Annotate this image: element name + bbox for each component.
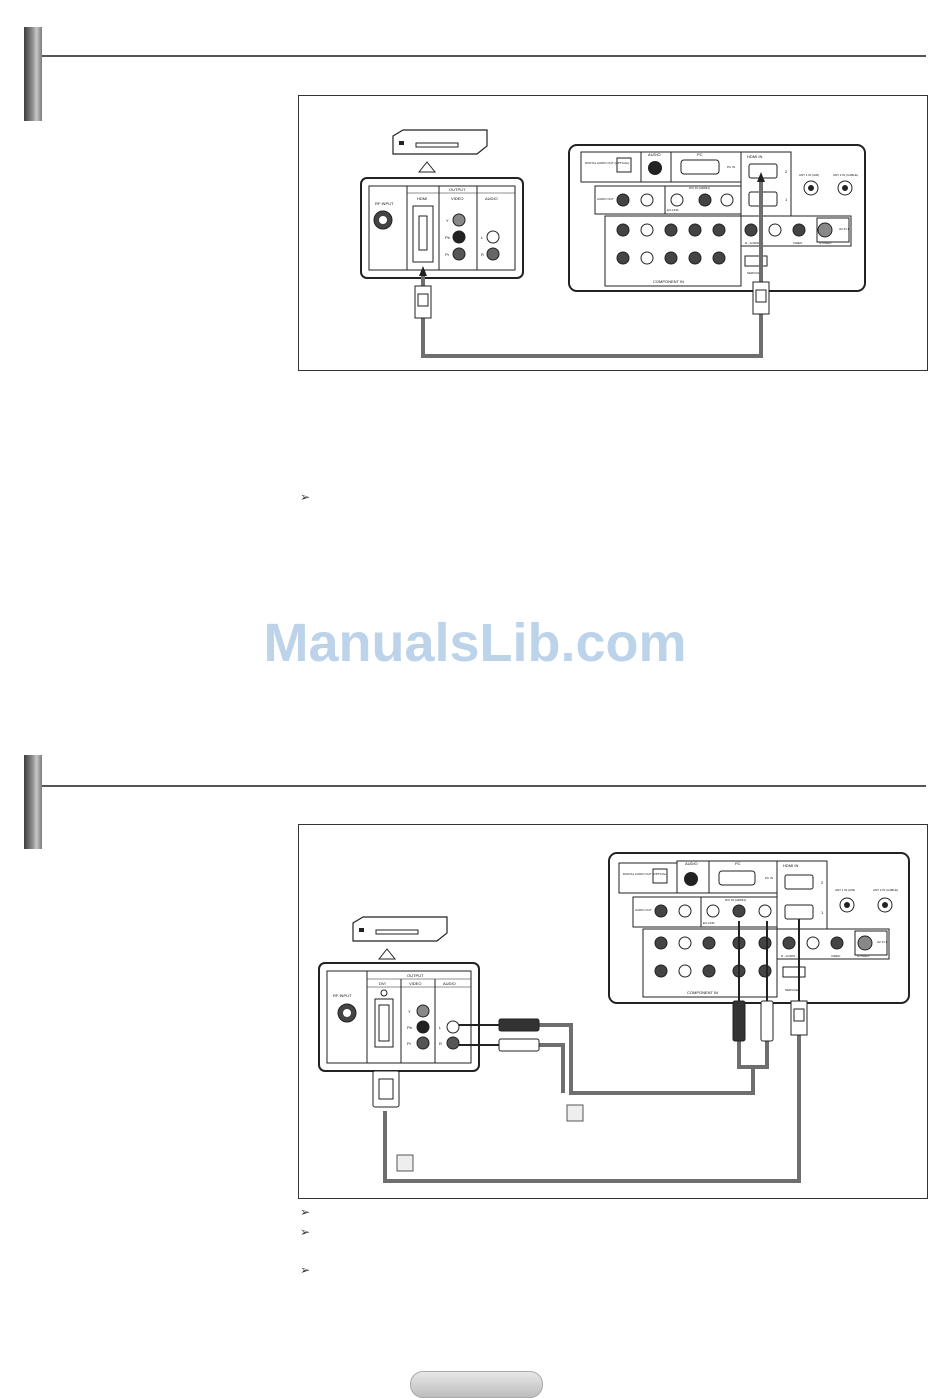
dvi-hdmi-cable (372, 919, 808, 1183)
note-1-arrow: ➢ (300, 490, 311, 504)
device-video-label: VIDEO (451, 196, 463, 201)
device-pr-label: Pr (445, 252, 450, 257)
tv-ex-link-label: EX-LINK (703, 921, 715, 925)
tv-service-label: SERVICE (747, 271, 760, 275)
device-r-label: R (439, 1041, 442, 1046)
device-rear-panel: RF INPUT OUTPUT HDMI VIDEO AUDIO Y Pb Pr… (360, 177, 524, 279)
device-output-label: OUTPUT (449, 187, 466, 192)
device-pr-label: Pr (407, 1041, 412, 1046)
step-marker-box-dvi (396, 1154, 414, 1172)
step-marker-box-audio (566, 1104, 584, 1122)
device-l-label: L (439, 1025, 442, 1030)
tv-component-in-label: COMPONENT IN (687, 990, 718, 995)
tv-pc-label: PC (697, 152, 703, 157)
tv-digital-audio-out-label: DIGITAL AUDIO OUT (OPTICAL) (585, 161, 629, 165)
watermark: ManualsLib.com (263, 613, 687, 673)
tv-service-label: SERVICE (785, 988, 798, 992)
tv-svideo-label: S-VIDEO (857, 954, 870, 958)
tv-video-label: VIDEO (831, 954, 841, 958)
figure-hdmi-connection: RF INPUT OUTPUT HDMI VIDEO AUDIO Y Pb Pr… (298, 95, 928, 371)
tv-ex-link-label: EX-LINK (667, 208, 679, 212)
device-pb-label: Pb (445, 235, 451, 240)
page-number-pill (410, 1371, 543, 1398)
tv-hdmi-port-1-label: 1 (785, 197, 788, 202)
tv-component-in-label: COMPONENT IN (653, 279, 684, 284)
tv-ant2-label: ANT 2 IN (CABLE) (873, 888, 898, 892)
tv-digital-audio-out-label: DIGITAL AUDIO OUT (OPTICAL) (623, 872, 667, 876)
device-video-label: VIDEO (409, 981, 421, 986)
tv-pc-in-label: PC IN (765, 876, 773, 880)
note-3-arrow: ➢ (300, 1225, 311, 1239)
section-1-rule (42, 55, 926, 57)
device-audio-label: AUDIO (443, 981, 456, 986)
section-2-sidebar-bar (24, 755, 42, 849)
tv-pc-label: PC (735, 861, 741, 866)
tv-video-label: VIDEO (793, 241, 803, 245)
section-1-sidebar-bar (24, 27, 42, 121)
tv-audio-out-label: AUDIO OUT (635, 908, 652, 912)
tv-rear-panel: DIGITAL AUDIO OUT (OPTICAL) AUDIO PC PC … (608, 852, 910, 1004)
tv-audio-rl-label: R - AUDIO - L (745, 241, 764, 245)
device-r-label: R (481, 252, 484, 257)
device-dvi-label: DVI (379, 981, 386, 986)
tv-ant1-label: ANT 1 IN (AIR) (799, 173, 819, 177)
device-rear-panel: RF INPUT OUTPUT DVI VIDEO AUDIO Y Pb Pr … (318, 962, 480, 1072)
tv-ant2-label: ANT 2 IN (CABLE) (833, 173, 858, 177)
tv-audio-rl-label: R - AUDIO - L (781, 954, 800, 958)
device-rf-input-label: RF INPUT (375, 201, 394, 206)
tv-svideo-label: S-VIDEO (819, 241, 832, 245)
tv-audio-label: AUDIO (648, 152, 661, 157)
device-y-label: Y (408, 1009, 411, 1014)
device-audio-label: AUDIO (485, 196, 498, 201)
tv-dvi-in-label: DVI IN (HDMI1) (725, 898, 746, 902)
tv-hdmi-port-2-label: 2 (821, 880, 824, 885)
figure-hdmi-diagram: RF INPUT OUTPUT HDMI VIDEO AUDIO Y Pb Pr… (360, 129, 866, 358)
tv-hdmi-port-2-label: 2 (785, 169, 788, 174)
device-output-label: OUTPUT (407, 973, 424, 978)
tv-hdmi-in-label: HDMI IN (783, 863, 798, 868)
tv-ant1-label: ANT 1 IN (AIR) (835, 888, 855, 892)
source-device (352, 916, 448, 960)
device-rf-input-label: RF INPUT (333, 993, 352, 998)
hdmi-cable (414, 172, 770, 358)
figure-dvi-connection: RF INPUT OUTPUT DVI VIDEO AUDIO Y Pb Pr … (298, 824, 928, 1199)
tv-pc-in-label: PC IN (727, 165, 735, 169)
audio-cable (459, 921, 774, 1095)
tv-rear-panel: DIGITAL AUDIO OUT (OPTICAL) AUDIO PC PC … (568, 144, 866, 292)
note-4-arrow: ➢ (300, 1263, 311, 1277)
device-l-label: L (481, 235, 484, 240)
section-2-rule (42, 785, 926, 787)
note-2-arrow: ➢ (300, 1205, 311, 1219)
tv-hdmi-port-1-label: 1 (821, 910, 824, 915)
source-device (392, 129, 488, 173)
tv-dvi-in-label: DVI IN (HDMI1) (689, 186, 710, 190)
device-pb-label: Pb (407, 1025, 413, 1030)
device-y-label: Y (446, 218, 449, 223)
tv-av-in-label: AV IN 1 (839, 227, 849, 231)
tv-av-in-label: AV IN 1 (877, 940, 887, 944)
device-hdmi-label: HDMI (417, 196, 427, 201)
tv-audio-out-label: AUDIO OUT (597, 197, 614, 201)
figure-dvi-diagram: RF INPUT OUTPUT DVI VIDEO AUDIO Y Pb Pr … (318, 852, 910, 1183)
tv-audio-label: AUDIO (685, 861, 698, 866)
tv-hdmi-in-label: HDMI IN (747, 154, 762, 159)
